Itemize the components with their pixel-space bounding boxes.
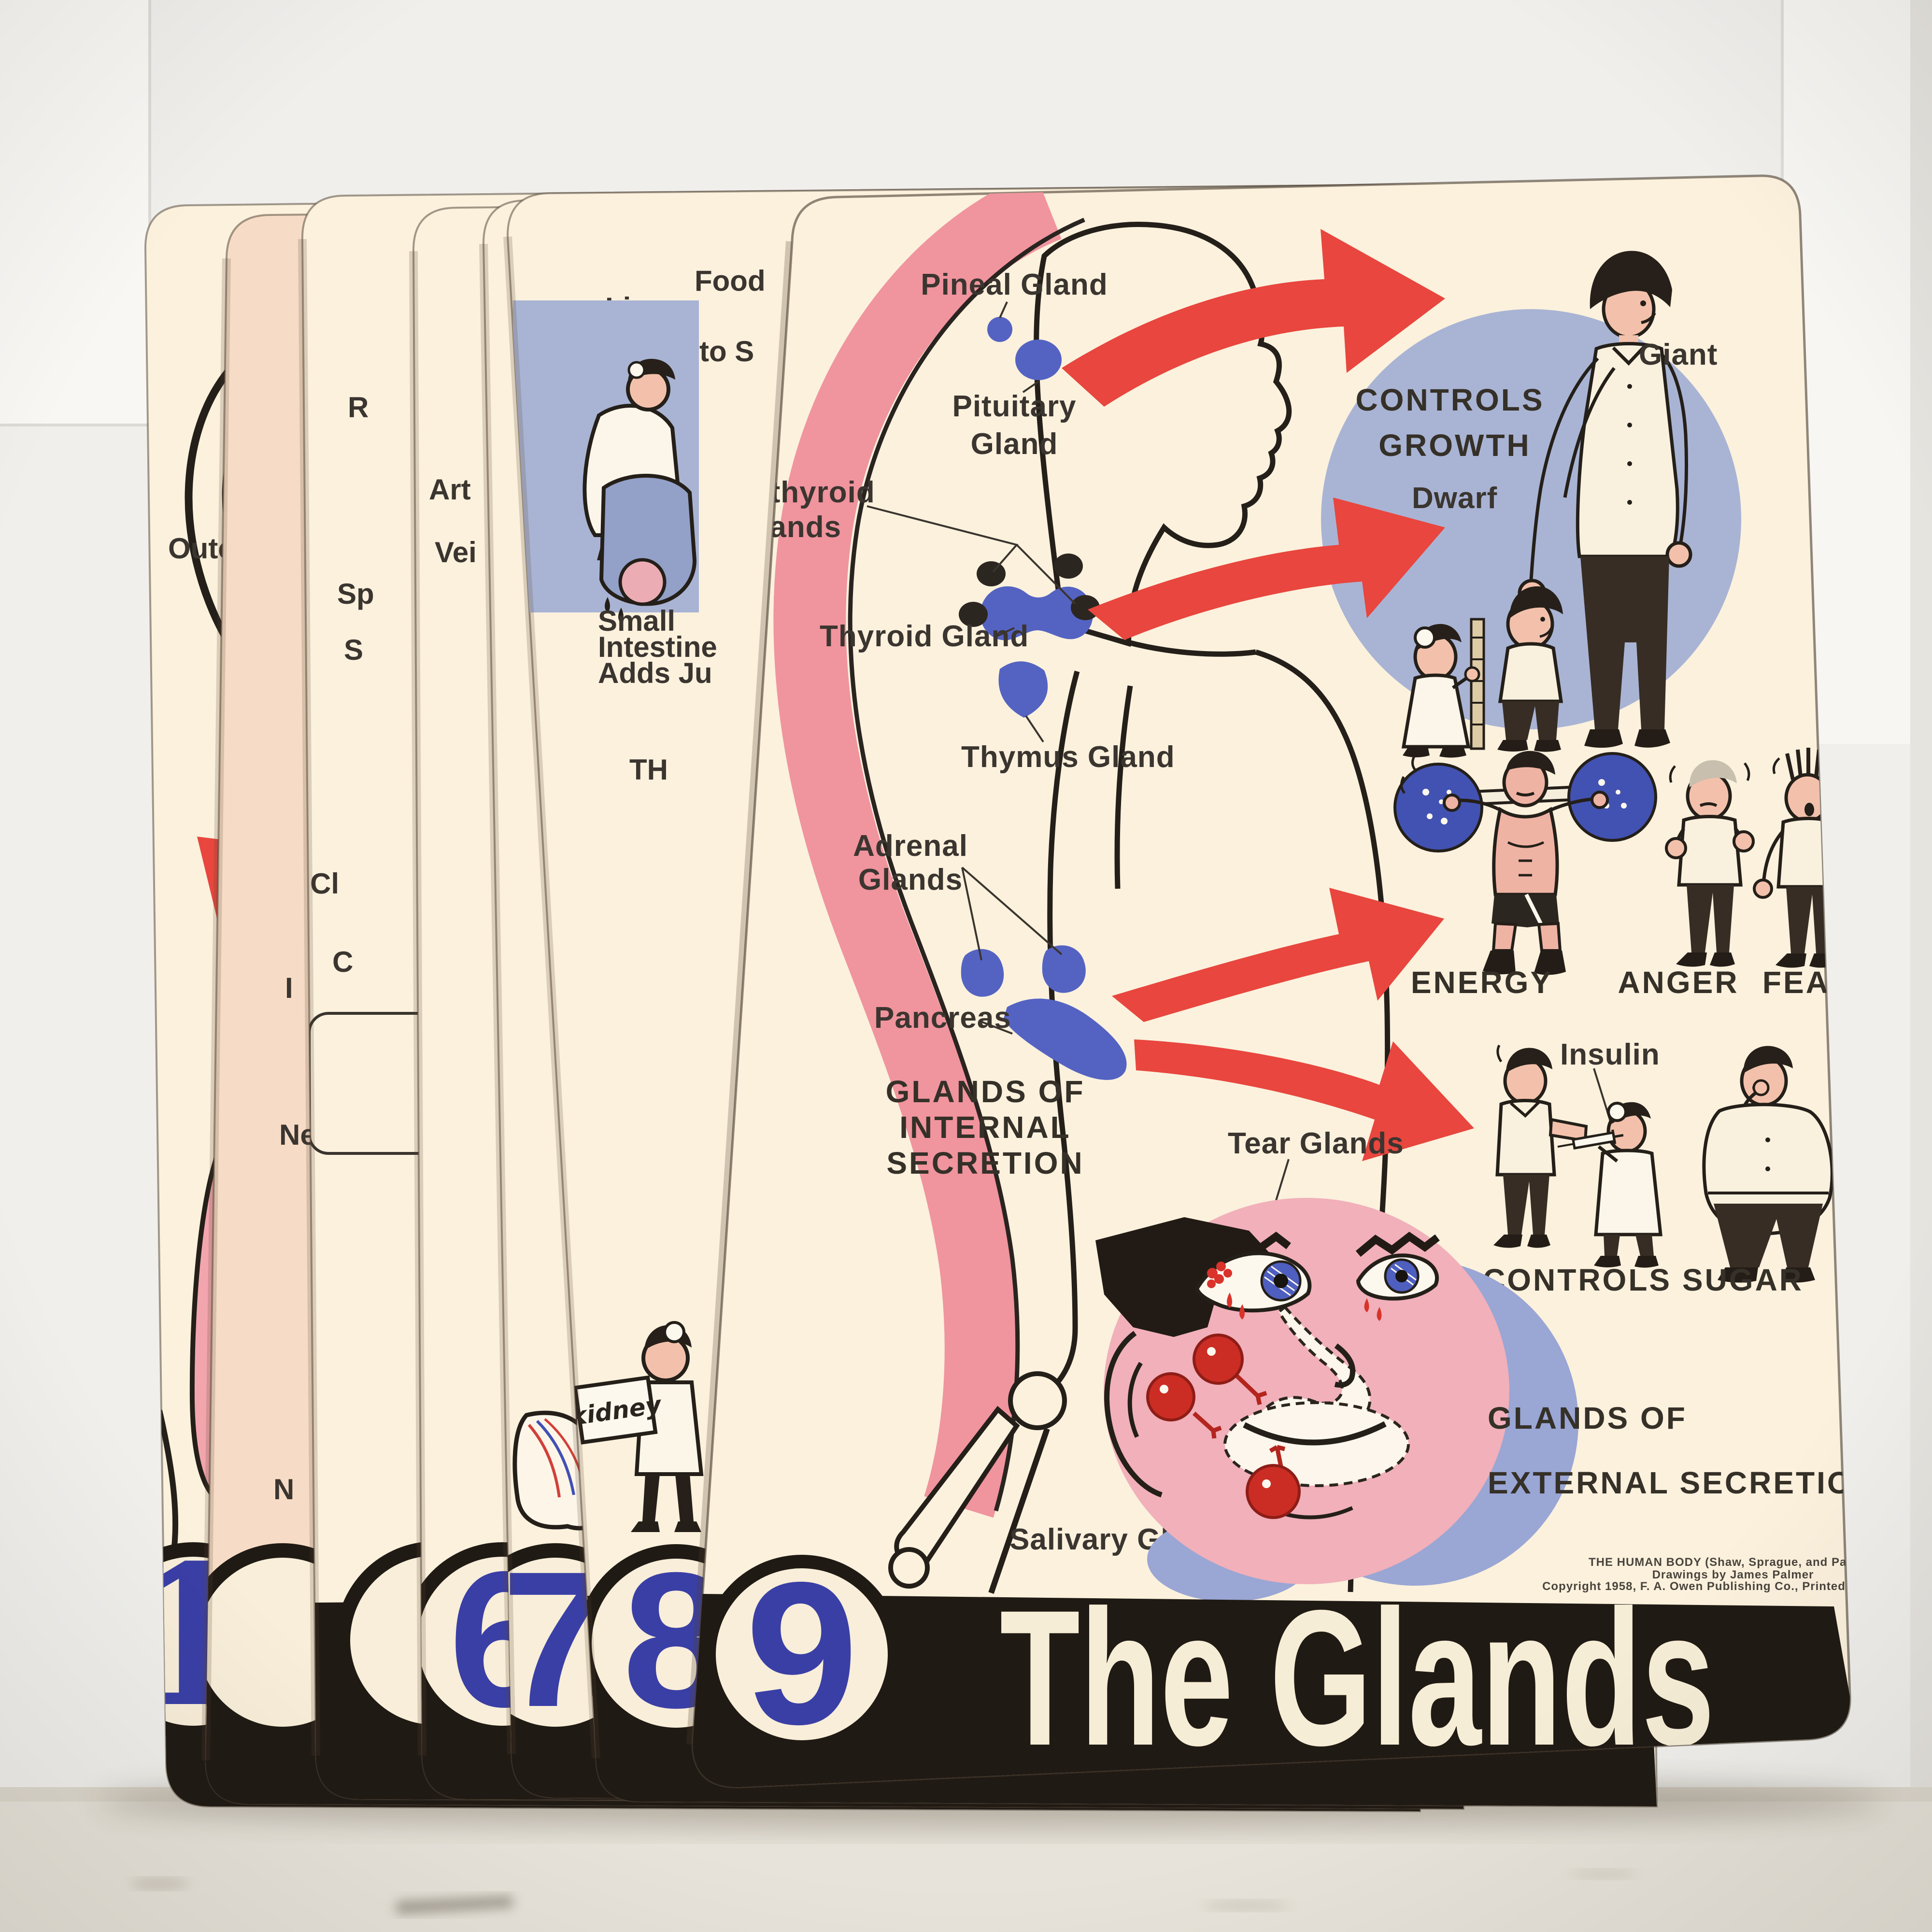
scene: Outer Ea 1 I Ne N R Sp S Cl C Art Vei (0, 0, 1932, 1932)
photo-of-poster-stack: Outer Ea 1 I Ne N R Sp S Cl C Art Vei (0, 0, 1932, 1932)
photo-vignette (0, 0, 1932, 1932)
